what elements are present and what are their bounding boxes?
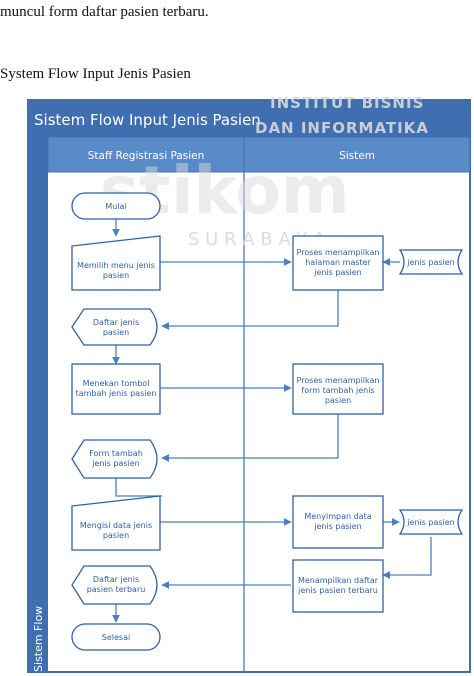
document-text-line: muncul form daftar pasien terbaru. <box>0 4 209 20</box>
datastore-2-label: jenis pasien <box>406 518 455 527</box>
input-menu-label-2: pasien <box>103 271 129 280</box>
datastore-1-label: jenis pasien <box>406 258 455 267</box>
display-terbaru-label-1: Daftar jenis <box>93 575 139 584</box>
process-master-label-1: Proses menampilkan <box>297 248 380 257</box>
process-master-label-3: jenis pasien <box>313 268 362 277</box>
vertical-band <box>28 137 48 672</box>
flow-form-to-display <box>161 414 339 462</box>
process-save-label-1: Menyimpan data <box>304 512 371 521</box>
display-form-shape <box>71 439 158 479</box>
flow-display-to-input <box>115 478 162 497</box>
end-label: Selesai <box>102 633 130 642</box>
process-show-label-2: jenis pasien terbaru <box>297 586 378 595</box>
input-data-label-2: pasien <box>103 531 129 540</box>
process-save-label-2: jenis pasien <box>313 522 362 531</box>
input-tambah-label-2: tambah jenis pasien <box>76 389 157 398</box>
lane-header-right <box>243 136 471 173</box>
flow-master-to-daftar <box>161 290 339 330</box>
display-terbaru-label-2: pasien terbaru <box>87 585 146 594</box>
process-master-label-2: halaman master <box>305 258 371 267</box>
vertical-band-label: Sistem Flow <box>32 606 45 672</box>
process-show-label-1: Menampilkan daftar <box>298 576 379 585</box>
process-show-shape <box>292 559 384 613</box>
lane-left-title: Staff Registrasi Pasien <box>88 150 205 162</box>
input-tambah-label-1: Menekan tombol <box>83 379 150 388</box>
start-label: Mulai <box>105 202 126 211</box>
lane-right-title: Sistem <box>339 150 375 162</box>
process-form-shape <box>292 363 384 415</box>
process-master-shape <box>292 235 384 291</box>
document-section-heading: System Flow Input Jenis Pasien <box>0 66 191 82</box>
display-daftar-label-2: pasien <box>103 328 129 337</box>
watermark-line-1: INSTITUT BISNIS <box>270 94 424 112</box>
display-form-label-1: Form tambah <box>89 449 143 458</box>
input-data-shape <box>71 495 161 551</box>
input-menu-shape <box>71 235 161 291</box>
input-data-label-1: Mengisi data jenis <box>80 521 152 530</box>
watermark: INSTITUT BISNIS DAN INFORMATIKA stikom S… <box>100 94 429 250</box>
watermark-line-2: DAN INFORMATIKA <box>255 119 429 137</box>
lane-header-left <box>47 136 245 173</box>
end-terminator <box>71 623 161 651</box>
process-form-label-2: form tambah jenis <box>301 386 374 395</box>
input-menu-label-1: Memilih menu jenis <box>77 261 155 270</box>
diagram-title: Sistem Flow Input Jenis Pasien <box>34 111 261 129</box>
process-form-label-1: Proses menampilkan <box>297 376 380 385</box>
display-form-label-2: jenis pasien <box>91 459 140 468</box>
datastore-1-shape <box>398 249 464 275</box>
diagram-title-bar <box>28 100 470 137</box>
watermark-city: S U R A B A Y A <box>188 229 326 250</box>
datastore-2-shape <box>398 509 464 535</box>
connectors <box>112 219 432 623</box>
input-tambah-shape <box>71 363 161 415</box>
display-terbaru-shape <box>71 565 158 605</box>
process-save-shape <box>292 495 384 549</box>
display-daftar-shape <box>71 308 158 346</box>
display-daftar-label-1: Daftar jenis <box>93 318 139 327</box>
process-form-label-3: pasien <box>325 396 351 405</box>
flow-store2-to-show <box>382 537 432 579</box>
start-terminator <box>71 192 161 220</box>
